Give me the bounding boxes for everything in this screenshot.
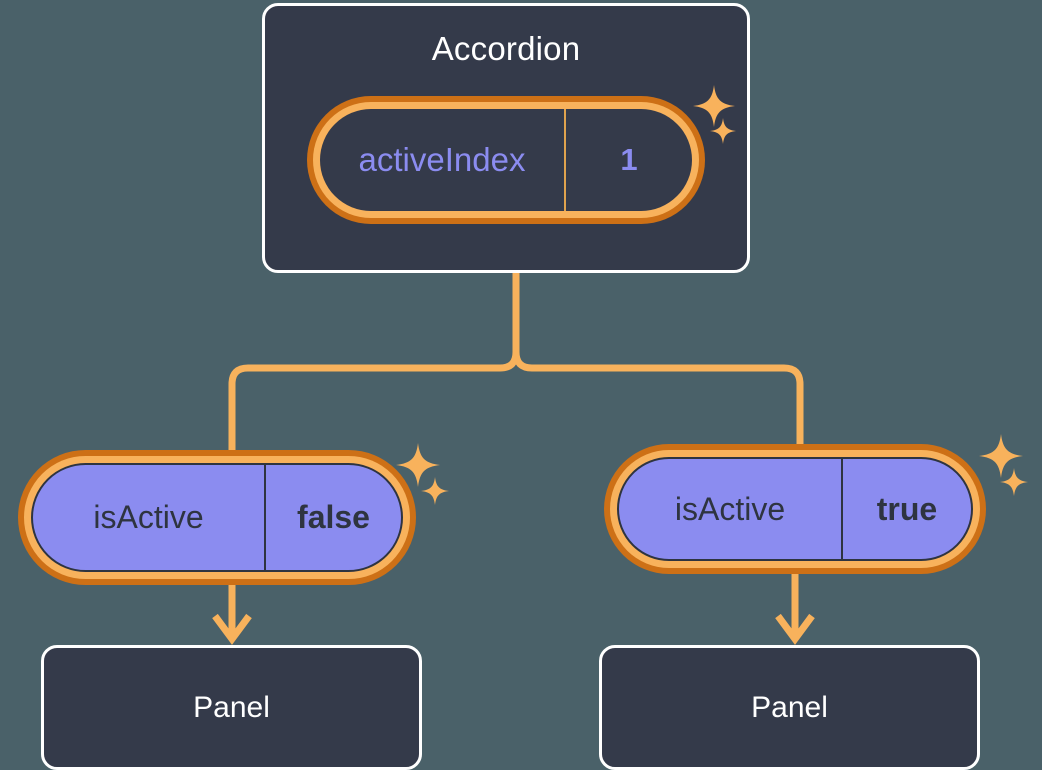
panel-title-left: Panel — [193, 690, 270, 724]
component-node-panel-left[interactable]: Panel — [41, 645, 422, 770]
sparkle-right-small-icon — [1000, 468, 1028, 496]
page-title: Accordion — [431, 30, 581, 67]
state-pill-is-active-true[interactable]: isActive true — [604, 444, 986, 574]
panel-title-right: Panel — [751, 690, 828, 724]
state-key-label: activeIndex — [358, 141, 526, 178]
pill-content: isActive true — [617, 457, 973, 561]
sparkle-left-small-icon — [421, 477, 449, 505]
state-pill-active-index[interactable]: activeIndex 1 — [307, 96, 705, 224]
pill-content: isActive false — [31, 463, 403, 572]
state-value-label: 1 — [564, 109, 692, 211]
component-node-panel-right[interactable]: Panel — [599, 645, 980, 770]
arrow-head-right-icon — [775, 613, 815, 645]
connector-branch-right — [512, 351, 804, 448]
state-pill-is-active-false[interactable]: isActive false — [18, 450, 416, 585]
connector-branch-left — [228, 351, 520, 450]
state-value-label: false — [264, 465, 401, 570]
pill-content: activeIndex 1 — [320, 109, 692, 211]
state-key-label: isActive — [674, 490, 786, 527]
state-value-label: true — [841, 459, 971, 559]
arrow-head-left-icon — [212, 613, 252, 645]
state-key-label: isActive — [93, 499, 204, 535]
